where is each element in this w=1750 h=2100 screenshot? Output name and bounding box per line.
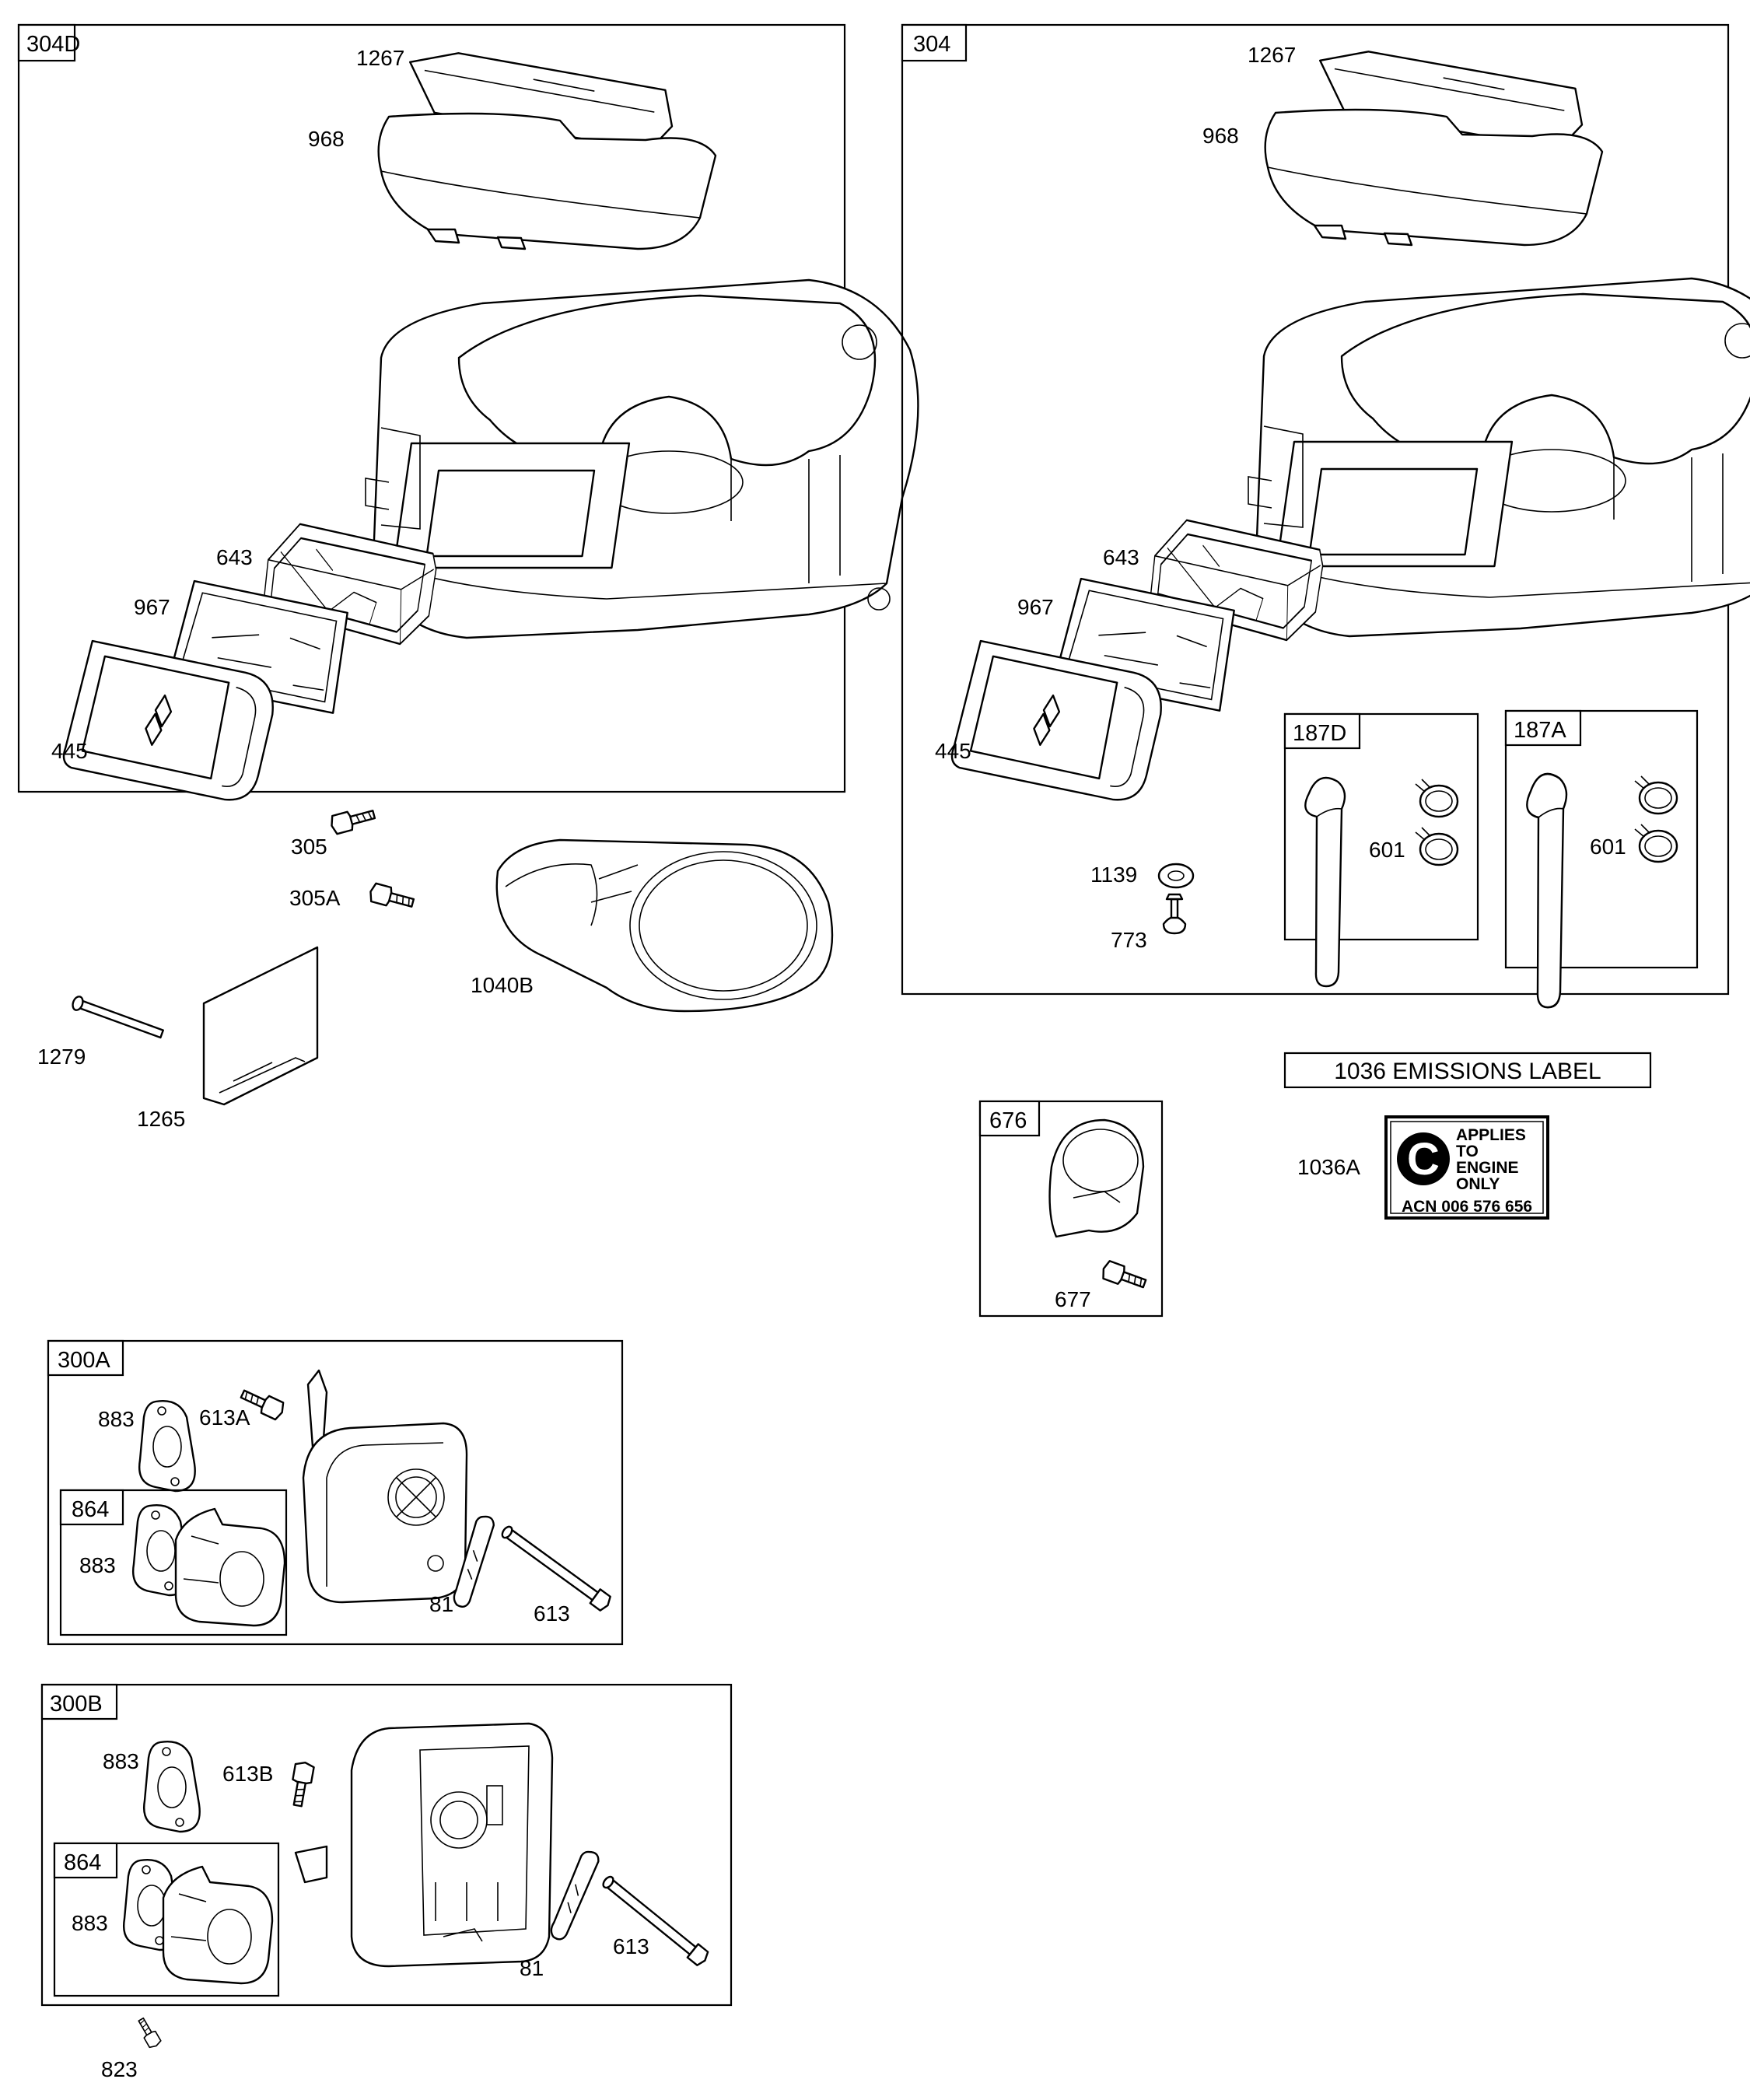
panel-304d-title: 304D xyxy=(26,32,80,57)
panel-300b-title: 300B xyxy=(50,1692,103,1717)
label-1265: 1265 xyxy=(137,1107,185,1131)
screw-613b xyxy=(287,1759,316,1808)
label-883: 883 xyxy=(79,1553,116,1577)
bolt-613 xyxy=(498,1521,614,1614)
filter-cover-1267 xyxy=(409,52,674,152)
panel-864-a: 864 883 xyxy=(59,1489,288,1636)
baffle-1265 xyxy=(202,946,319,1106)
decal-line-4: ONLY xyxy=(1456,1175,1500,1193)
strap-81 xyxy=(548,1846,602,1945)
cover-676 xyxy=(1048,1118,1145,1238)
gasket-883 xyxy=(142,1740,201,1833)
label-613: 613 xyxy=(534,1601,570,1626)
panel-676: 676 677 xyxy=(978,1100,1164,1318)
muffler-300b xyxy=(294,1722,554,1968)
panel-187a: 187A 601 xyxy=(1504,709,1699,1009)
decal-acn: ACN 006 576 656 xyxy=(1402,1198,1532,1216)
blower-housing xyxy=(364,278,919,639)
clamp-601-upper xyxy=(1414,778,1459,818)
panel-304-title: 304 xyxy=(913,32,950,57)
flywheel-screen-1040b xyxy=(495,838,834,1013)
label-1279: 1279 xyxy=(37,1045,86,1069)
label-445: 445 xyxy=(935,739,971,763)
hose-187d xyxy=(1304,776,1346,988)
panel-864-b: 864 883 xyxy=(53,1842,280,1997)
clamp-601-upper xyxy=(1633,775,1678,815)
label-613b: 613B xyxy=(222,1762,273,1786)
label-613: 613 xyxy=(613,1934,649,1958)
label-1139: 1139 xyxy=(1090,863,1137,887)
label-968: 968 xyxy=(1202,124,1239,148)
panel-304d: 304D 1267 968 643 967 445 xyxy=(17,23,919,805)
adapter-864 xyxy=(162,1865,274,1985)
decal-line-2: TO xyxy=(1456,1143,1479,1160)
label-81: 81 xyxy=(429,1592,453,1616)
label-1040b: 1040B xyxy=(471,973,534,997)
adapter-864 xyxy=(174,1507,286,1627)
label-883: 883 xyxy=(103,1749,139,1773)
label-81: 81 xyxy=(520,1956,544,1980)
label-643: 643 xyxy=(1103,545,1139,569)
label-643: 643 xyxy=(216,545,253,569)
hose-187a xyxy=(1525,772,1568,1009)
panel-300b: 300B 883 613B 81 613 864 883 xyxy=(40,1683,733,2007)
panel-187d: 187D 601 xyxy=(1283,712,1479,988)
label-601: 601 xyxy=(1590,835,1626,859)
label-773: 773 xyxy=(1111,928,1147,952)
decal-line-3: ENGINE xyxy=(1456,1159,1519,1177)
muffler-300a xyxy=(302,1369,468,1604)
label-613a: 613A xyxy=(199,1405,250,1430)
pin-773 xyxy=(1162,893,1187,935)
panel-300a: 300A 883 613A 81 613 864 883 xyxy=(47,1339,624,1646)
screw-305 xyxy=(328,804,377,836)
emissions-decal: C APPLIES TO ENGINE ONLY ACN 006 576 656 xyxy=(1384,1115,1549,1220)
gasket-883 xyxy=(138,1399,196,1493)
label-1267: 1267 xyxy=(1248,43,1296,67)
compliance-logo-letter: C xyxy=(1407,1134,1440,1185)
label-677: 677 xyxy=(1055,1287,1091,1311)
clamp-601-lower xyxy=(1414,826,1459,866)
label-967: 967 xyxy=(1017,595,1054,619)
loose-parts: 305 305A 1040B 1279 1265 xyxy=(37,804,834,1131)
label-823: 823 xyxy=(101,2057,138,2081)
compliance-logo xyxy=(1397,1132,1450,1185)
panel-187d-title: 187D xyxy=(1293,721,1346,746)
decal-line-1: APPLIES xyxy=(1456,1126,1526,1144)
label-967: 967 xyxy=(134,595,170,619)
emissions-header: 1036 EMISSIONS LABEL xyxy=(1334,1059,1601,1084)
rod-1279 xyxy=(72,996,164,1039)
label-305: 305 xyxy=(291,835,327,859)
screw-305a xyxy=(367,881,416,913)
emissions-section: 1036 EMISSIONS LABEL 1036A C APPLIES TO … xyxy=(1283,1052,1652,1220)
label-601: 601 xyxy=(1369,838,1405,862)
label-968: 968 xyxy=(308,127,345,151)
label-1036a: 1036A xyxy=(1297,1155,1360,1179)
label-1267: 1267 xyxy=(356,46,404,70)
screw-823 xyxy=(135,2015,163,2050)
panel-300a-title: 300A xyxy=(58,1348,110,1373)
label-883: 883 xyxy=(98,1407,135,1431)
panel-864-b-title: 864 xyxy=(64,1850,101,1875)
label-883: 883 xyxy=(72,1911,108,1935)
clamp-601-lower xyxy=(1633,823,1678,863)
blower-housing xyxy=(1247,277,1750,638)
panel-676-title: 676 xyxy=(989,1108,1027,1133)
panel-304: 304 1267 968 643 967 445 1139 773 187 xyxy=(901,23,1750,1009)
screw-677 xyxy=(1099,1258,1149,1293)
label-445: 445 xyxy=(51,739,88,763)
washer-1139 xyxy=(1157,863,1195,889)
panel-187a-title: 187A xyxy=(1514,718,1566,743)
label-305a: 305A xyxy=(289,886,341,910)
panel-864-a-title: 864 xyxy=(72,1497,109,1522)
